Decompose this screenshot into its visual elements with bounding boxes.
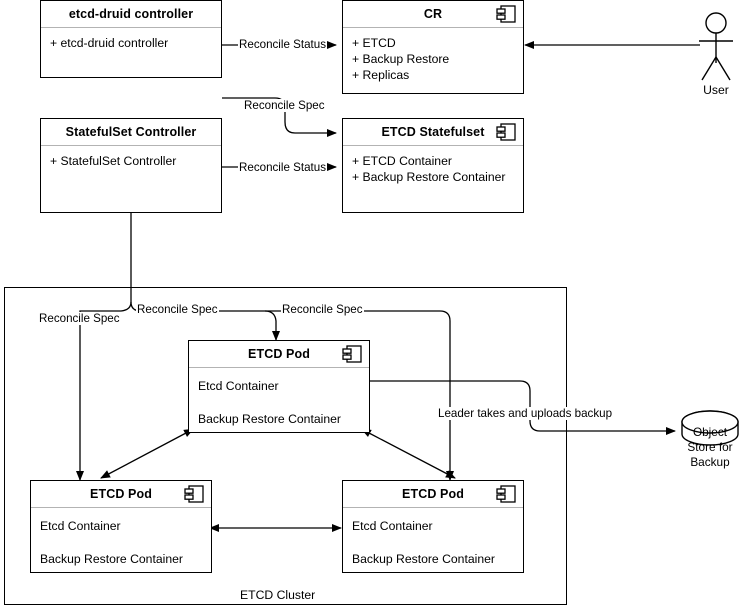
cluster-label: ETCD Cluster [240,588,316,602]
node-cr[interactable]: CR + ETCD + Backup Restore + Replicas [342,0,524,94]
node-attribute: Backup Restore Container [40,552,183,566]
node-etcd-pod-left[interactable]: ETCD Pod Etcd Container Backup Restore C… [30,480,212,573]
node-title: ETCD Statefulset [381,124,485,139]
uml-component-icon [184,485,204,503]
node-attribute: + Backup Restore Container [352,170,506,184]
node-header: CR [343,1,523,28]
uml-component-icon [342,345,362,363]
uml-component-icon [496,123,516,141]
node-etcd-druid-controller[interactable]: etcd-druid controller + etcd-druid contr… [40,0,222,78]
node-header: ETCD Pod [343,481,523,508]
node-attribute: + Backup Restore [352,52,450,66]
edge-label-reconcile-status-cr: Reconcile Status [238,38,327,51]
node-attribute: Etcd Container [198,379,279,393]
node-attribute: Backup Restore Container [198,412,341,426]
node-attribute: + ETCD Container [352,154,452,168]
node-body: Etcd Container Backup Restore Container [343,508,523,567]
node-body: + etcd-druid controller [41,28,221,51]
node-attribute: + Replicas [352,68,410,82]
node-attribute: + etcd-druid controller [50,36,169,50]
node-etcd-pod-right[interactable]: ETCD Pod Etcd Container Backup Restore C… [342,480,524,573]
node-body: + StatefulSet Controller [41,146,221,169]
node-etcd-statefulset[interactable]: ETCD Statefulset + ETCD Container + Back… [342,118,524,213]
node-header: ETCD Pod [189,341,369,368]
edge-label-reconcile-spec-pod-left: Reconcile Spec [38,312,121,325]
edge-label-reconcile-spec-statefulset: Reconcile Spec [243,99,326,112]
uml-component-icon [496,5,516,23]
node-title: ETCD Pod [90,486,152,501]
node-attribute: Etcd Container [40,519,121,533]
object-store-line: Store for [687,440,733,454]
object-store-line: Backup [690,455,730,469]
node-attribute: Backup Restore Container [352,552,495,566]
object-store-label: Object Store for Backup [682,425,738,470]
edge-label-reconcile-spec-pod-leader: Reconcile Spec [136,303,219,316]
edge-label-reconcile-status-statefulset: Reconcile Status [238,161,327,174]
node-body: + ETCD Container + Backup Restore Contai… [343,146,523,185]
actor-label-user: User [703,83,729,97]
cluster-boundary-etcd-cluster [4,287,567,605]
node-attribute: + ETCD [352,36,396,50]
node-attribute: Etcd Container [352,519,433,533]
node-title: ETCD Pod [402,486,464,501]
node-etcd-pod-leader[interactable]: ETCD Pod Etcd Container Backup Restore C… [188,340,370,433]
node-header: StatefulSet Controller [41,119,221,146]
node-header: etcd-druid controller [41,1,221,28]
node-title: ETCD Pod [248,346,310,361]
node-body: Etcd Container Backup Restore Container [189,368,369,427]
node-title: CR [423,6,443,21]
node-body: Etcd Container Backup Restore Container [31,508,211,567]
edge-label-reconcile-spec-pod-right: Reconcile Spec [281,303,364,316]
node-header: ETCD Pod [31,481,211,508]
node-title: etcd-druid controller [68,6,194,21]
node-body: + ETCD + Backup Restore + Replicas [343,28,523,83]
node-header: ETCD Statefulset [343,119,523,146]
object-store-line: Object [692,425,728,439]
actor-stick-figure-icon [699,12,733,81]
edge-label-leader-backup: Leader takes and uploads backup [437,407,614,420]
node-title: StatefulSet Controller [65,124,197,139]
node-attribute: + StatefulSet Controller [50,154,177,168]
uml-component-icon [496,485,516,503]
node-statefulset-controller[interactable]: StatefulSet Controller + StatefulSet Con… [40,118,222,213]
